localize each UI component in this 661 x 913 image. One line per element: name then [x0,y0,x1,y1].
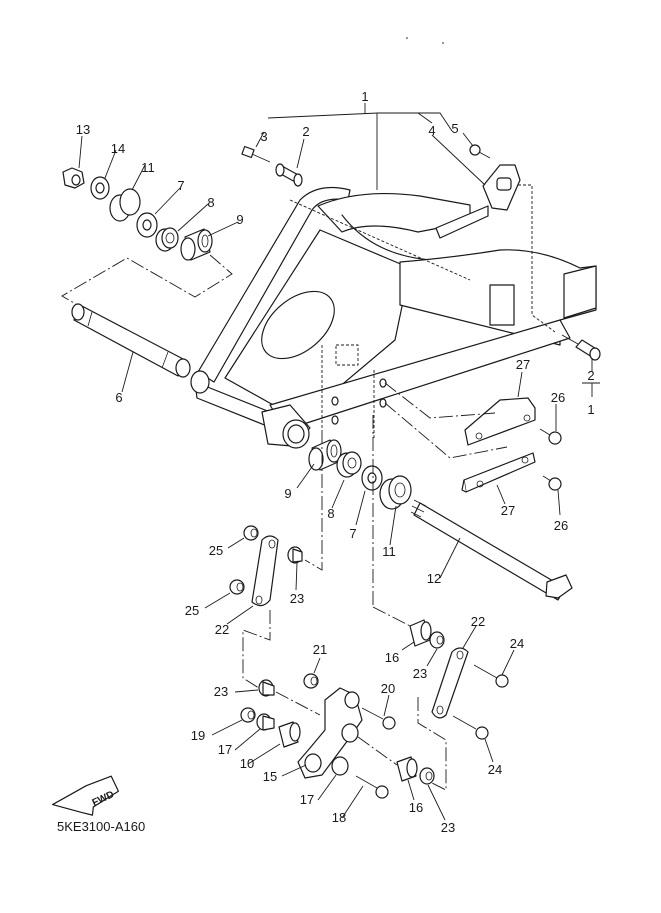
part-25-nut-upper [227,525,259,549]
part-7-washer-left [136,187,181,238]
part-24-bolt-lower [452,715,494,763]
callout-23: 23 [290,591,304,606]
callout-26: 26 [551,390,565,405]
part-4-plate [431,134,521,211]
part-19-nut [211,707,256,736]
callout-19: 19 [191,728,205,743]
callout-8: 8 [207,195,214,210]
callout-21: 21 [313,642,327,657]
callout-12: 12 [427,571,441,586]
axis-line-left-lower [242,610,271,691]
callout-8: 8 [327,506,334,521]
callout-2: 2 [587,368,594,383]
callout-11: 11 [141,160,155,175]
part-16-bushing-upper [401,619,432,651]
speck [442,42,444,44]
part-10-bushing [247,721,301,765]
callout-26: 26 [554,518,568,533]
callout-16: 16 [385,650,399,665]
part-13-nut [62,135,85,189]
part-27-guide-upper [384,371,536,446]
callout-6: 6 [115,390,122,405]
part-20-bolt [361,694,396,730]
part-27-guide-lower [384,402,536,505]
part-14-washer [90,149,117,200]
callout-5: 5 [451,121,458,136]
part-16-bushing-lower [396,756,418,801]
callout-23: 23 [413,666,427,681]
part-23-collar-right [426,631,445,667]
callout-25: 25 [185,603,199,618]
callout-23: 23 [441,820,455,835]
part-23-collar-lower [419,767,446,821]
callout-labels: 1 1 2 2 3 4 5 6 7 7 8 8 9 9 10 11 11 12 … [76,89,595,835]
callout-2: 2 [302,124,309,139]
part-9-bearing-right [296,439,342,489]
axis-line-relay-lower [357,736,398,766]
callout-22: 22 [471,614,485,629]
part-22-link-left [226,535,279,625]
part-2-collar-right [561,334,601,397]
part-17-collar-right [317,756,349,801]
part-15-relay-arm [281,687,363,779]
part-11-collar-left [109,164,146,222]
callout-4: 4 [428,123,435,138]
part-24-bolt-upper [473,649,515,688]
callout-1: 1 [587,402,594,417]
part-5-bolt [462,132,491,159]
callout-14: 14 [111,141,125,156]
part-18-bolt [341,775,389,819]
callout-11: 11 [382,544,396,559]
part-6-sleeve [71,303,191,393]
part-26-bolt-lower [542,475,562,516]
swingarm-body [190,184,597,449]
callout-23: 23 [214,684,228,699]
callout-9: 9 [284,486,291,501]
axis-line-lower-right [372,606,419,631]
callout-7: 7 [177,178,184,193]
callout-13: 13 [76,122,90,137]
part-2-collar-top [275,138,305,187]
diagram-code: 5KE3100-A160 [57,819,145,834]
part-9-bearing-left [180,221,239,261]
part-11-collar-right [379,475,412,546]
callout-20: 20 [381,681,395,696]
callout-16: 16 [409,800,423,815]
forward-direction-arrow: FWD [51,775,119,816]
callout-24: 24 [510,636,524,651]
callout-27: 27 [501,503,515,518]
callout-1: 1 [361,89,368,104]
part-7-washer-right [355,465,383,526]
axis-line-right-link [417,697,447,791]
part-23-collar-middle [234,679,321,716]
axis-line-left-link [304,430,323,571]
part-17-collar-left [234,713,275,751]
speck [406,37,408,39]
callout-17: 17 [300,792,314,807]
callout-17: 17 [218,742,232,757]
axis-line-pivot [61,254,233,319]
callout-24: 24 [488,762,502,777]
part-22-link-right [431,625,477,719]
callout-22: 22 [215,622,229,637]
callout-18: 18 [332,810,346,825]
part-25-nut-lower [204,579,245,609]
part-8-seal-right [331,451,362,509]
part-23-collar-upper [287,546,303,591]
part-3-bolt [241,131,271,163]
part-21-nut [303,657,321,689]
callout-10: 10 [240,756,254,771]
assembly-bracket-1 [267,103,453,190]
callout-25: 25 [209,543,223,558]
part-26-bolt-upper [539,404,562,445]
callout-15: 15 [263,769,277,784]
callout-7: 7 [349,526,356,541]
callout-9: 9 [236,212,243,227]
part-12-pivot-shaft [410,499,573,601]
callout-27: 27 [516,357,530,372]
callout-3: 3 [260,129,267,144]
part-8-seal-left [155,203,209,252]
